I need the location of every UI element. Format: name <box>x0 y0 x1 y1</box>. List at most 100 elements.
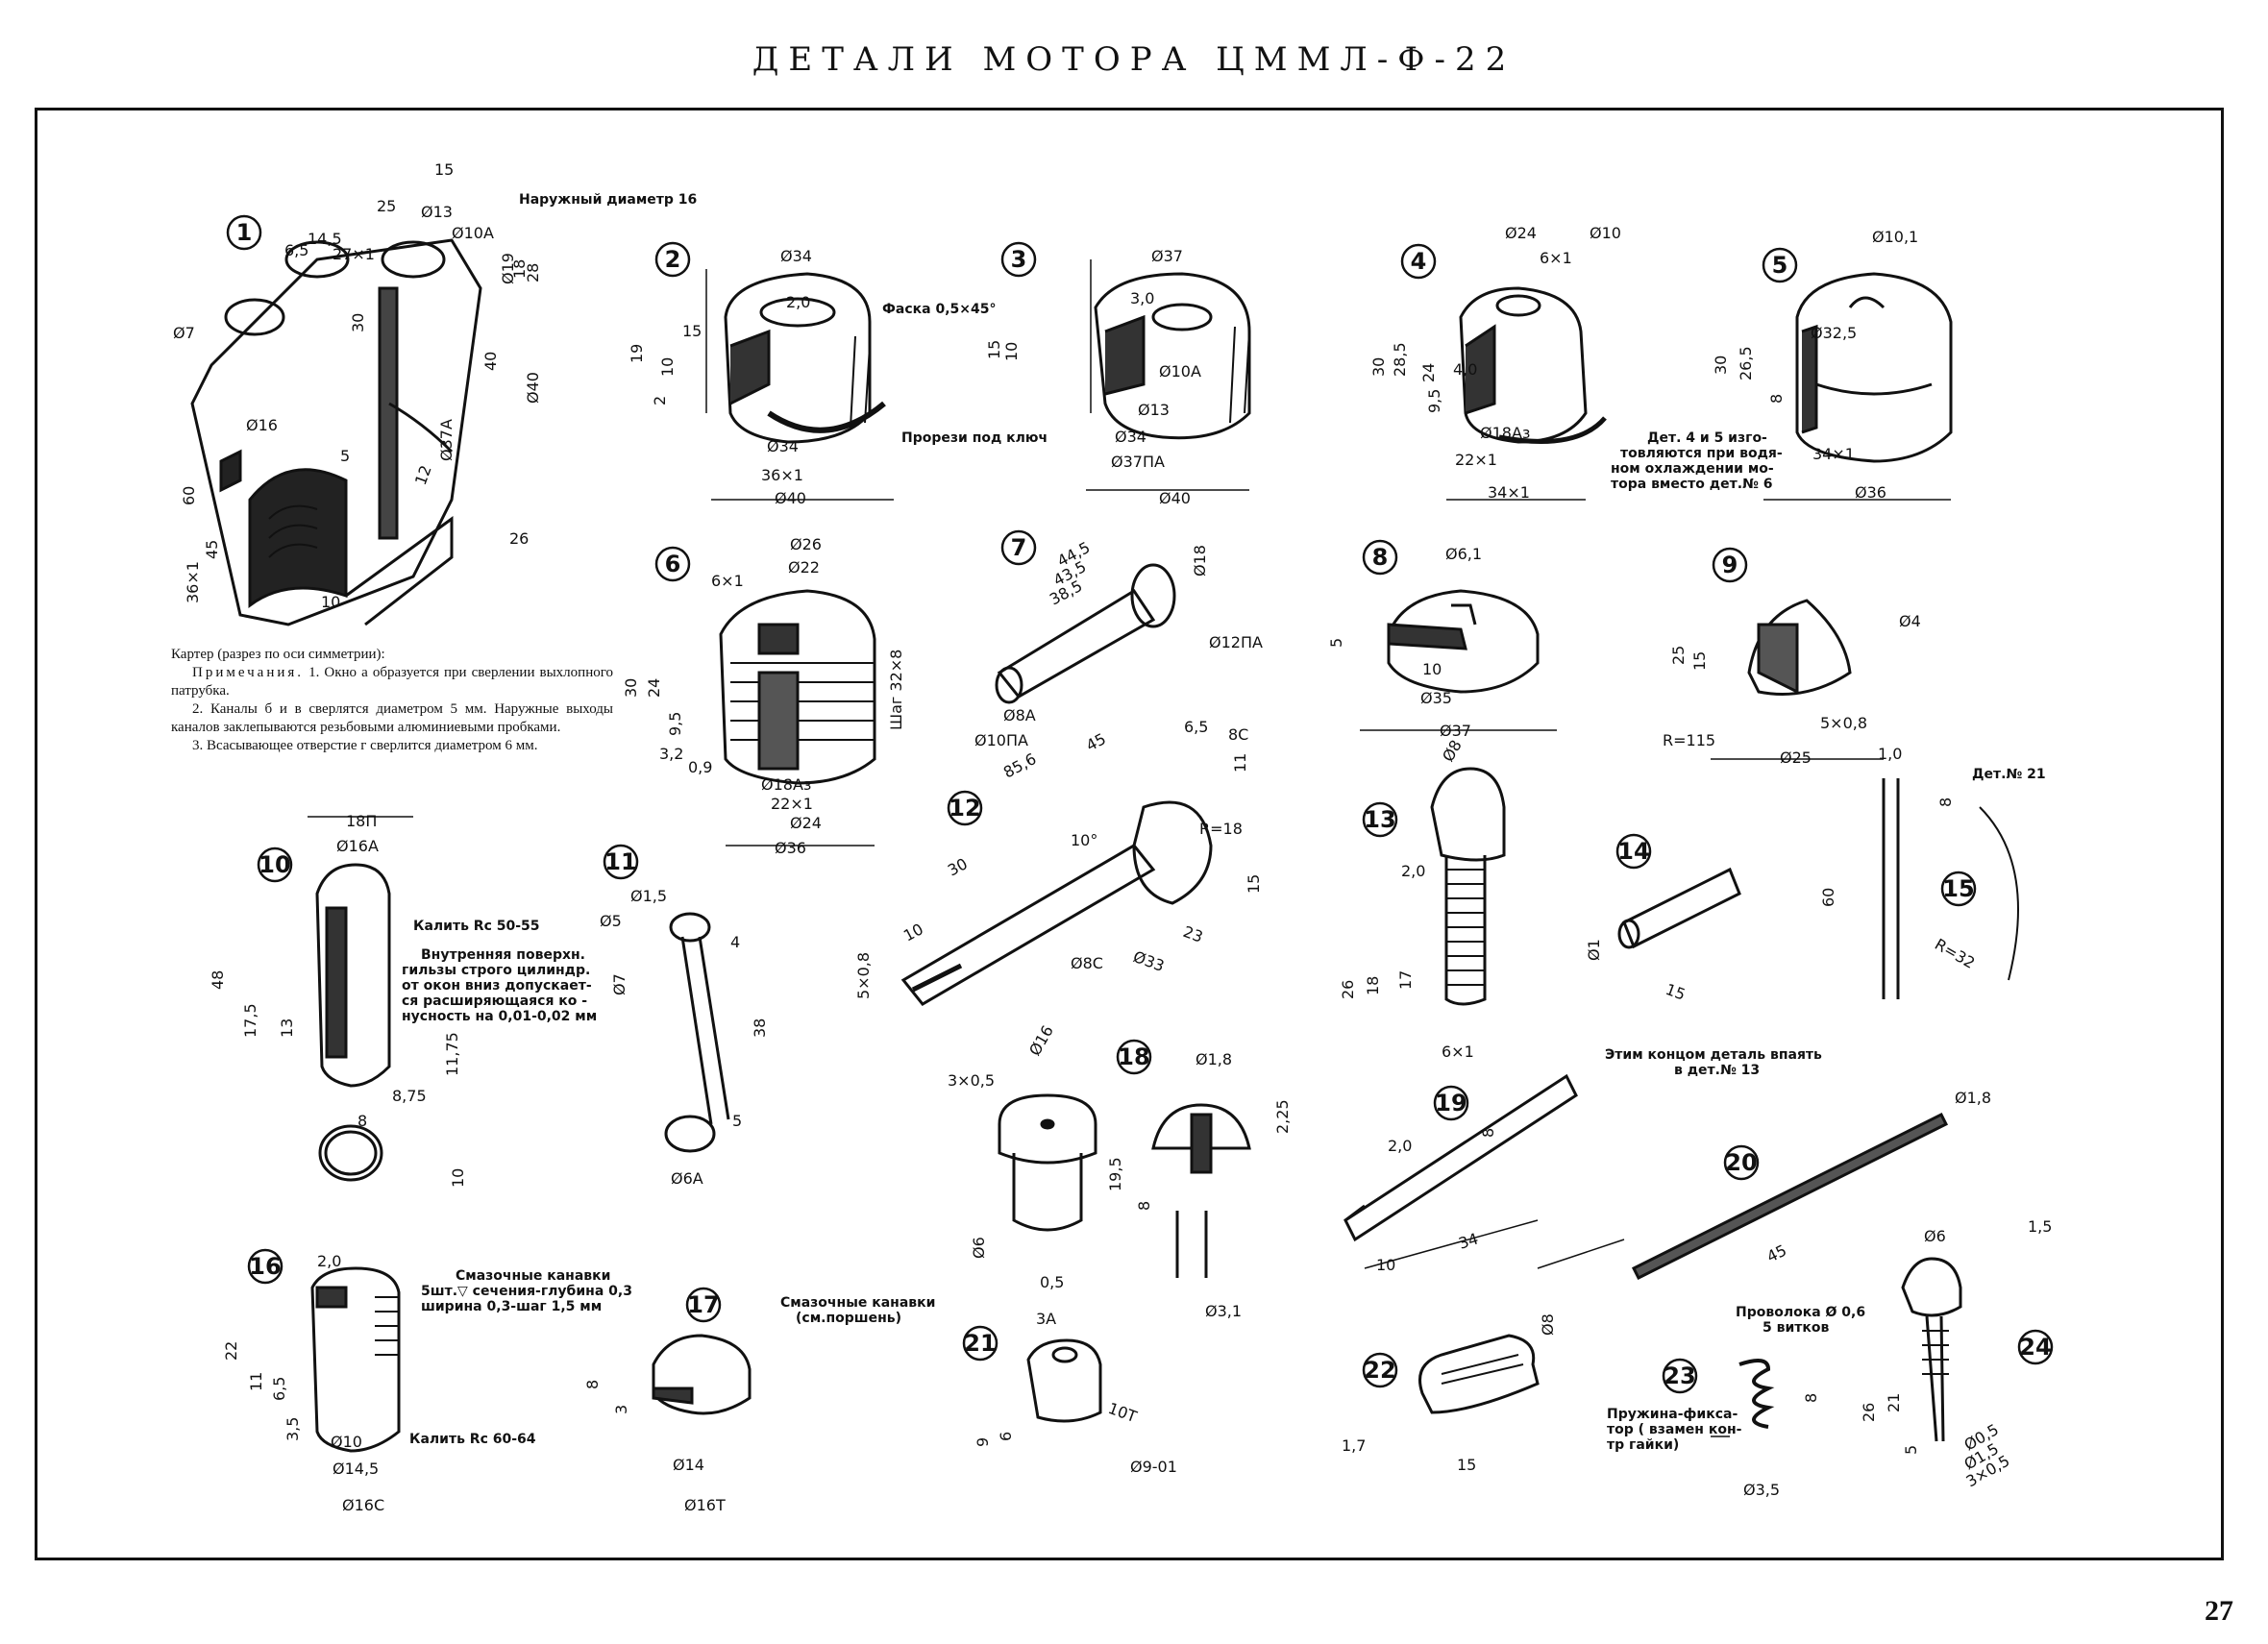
part-5-label-5: 34×1 <box>1812 445 1855 463</box>
part-6-label-5: 9,5 <box>666 712 684 736</box>
part-number: 6 <box>665 551 681 577</box>
part-2: 2 <box>654 241 691 278</box>
part-2-label-4: 19 <box>628 344 646 363</box>
part-21-label-2: 6 <box>997 1432 1015 1441</box>
part-11-label-3: 4 <box>730 933 740 951</box>
part-1-label-6: Ø40 <box>524 372 542 404</box>
part-22-label-0: Ø8 <box>1539 1313 1557 1336</box>
part-3-label-4: Ø10А <box>1159 362 1201 380</box>
part-number: 3 <box>1011 246 1027 273</box>
part-6-label-10: Ø24 <box>790 814 822 832</box>
part-2-label-10: Ø40 <box>775 489 806 507</box>
part-number: 8 <box>1372 544 1389 571</box>
part-4-label-5: 24 <box>1419 363 1438 382</box>
part-1-label-15: 26 <box>509 529 529 548</box>
part-3-label-3: 10 <box>1002 342 1021 361</box>
part-22-label-2: 15 <box>1457 1456 1476 1474</box>
part-24-label-1: 1,5 <box>2028 1217 2052 1236</box>
part-9-label-4: 5×0,8 <box>1820 714 1867 732</box>
part-number: 20 <box>1725 1149 1757 1176</box>
drawing-frame <box>35 108 2224 1560</box>
part-1-label-22: 40 <box>481 352 500 371</box>
part-8-label-1: 5 <box>1327 638 1345 648</box>
part-16-label-8: Ø16С <box>342 1496 384 1514</box>
part-16-label-9: Калить Rc 60-64 <box>409 1432 536 1447</box>
part-10-shape <box>315 863 391 1182</box>
part-7-label-5: Ø8А <box>1003 706 1036 724</box>
part-6-label-0: Ø26 <box>790 535 822 553</box>
part-12-label-2: 30 <box>945 854 971 879</box>
part-1-label-14: 60 <box>180 486 198 505</box>
part-12-label-9: R=18 <box>1199 820 1243 838</box>
caption-note-2: 2. Каналы б и в сверлятся диаметром 5 мм… <box>171 701 613 735</box>
part-17-shape <box>652 1334 752 1415</box>
part-12-label-5: 10° <box>1071 831 1097 849</box>
part-5-label-6: Ø36 <box>1855 483 1886 502</box>
part-4-label-6: 4,0 <box>1453 360 1477 379</box>
part-11-label-1: Ø5 <box>600 912 622 930</box>
page-number: 27 <box>2205 1595 2233 1627</box>
caption-note-1-text: 1. Окно а образуется при сверлении выхло… <box>171 665 613 699</box>
part-21-shape <box>1026 1338 1102 1423</box>
part-20: 20 <box>1723 1144 1760 1181</box>
part-9-label-5: Ø25 <box>1780 748 1812 767</box>
part-6-label-9: 22×1 <box>771 795 813 813</box>
part-4-label-7: 9,5 <box>1425 389 1443 413</box>
misc-label-1: Ø16 <box>1025 1022 1057 1059</box>
part-24-label-4: 5 <box>1902 1445 1920 1455</box>
part-16-label-1: Смазочные канавки 5шт.▽ сечения-глубина … <box>421 1268 637 1314</box>
part-9-label-0: Ø4 <box>1899 612 1921 630</box>
part-12-label-8: 23 <box>1181 922 1206 946</box>
part-4-label-0: Ø24 <box>1505 224 1537 242</box>
part-3-label-0: Ø37 <box>1151 247 1183 265</box>
part-21-label-1: 9 <box>974 1437 992 1447</box>
part-7-label-2: 38,5 <box>1047 577 1085 609</box>
part-18-label-1: 2,25 <box>1273 1099 1292 1134</box>
part-10-label-7: 8,75 <box>392 1087 427 1105</box>
part-3-label-8: Ø40 <box>1159 489 1191 507</box>
part-13-shape <box>1430 767 1506 1006</box>
part-16-shape <box>310 1266 401 1453</box>
part-2-label-8: 36×1 <box>761 466 803 484</box>
part-1-label-19: 12 <box>411 463 435 488</box>
page-title: ДЕТАЛИ МОТОРА ЦММЛ-Ф-22 <box>752 40 1516 79</box>
drawing-shapes <box>190 238 2019 1453</box>
part-5-label-0: Ø10,1 <box>1872 228 1918 246</box>
crankcase-caption: Картер (разрез по оси симметрии): Примеч… <box>171 646 613 755</box>
part-17-label-3: Ø14 <box>673 1456 704 1474</box>
part-10-label-0: 18П <box>346 812 377 830</box>
part-8-label-0: Ø6,1 <box>1445 545 1482 563</box>
part-21-label-3: 10Т <box>1106 1399 1140 1426</box>
part-11-shape <box>664 912 730 1153</box>
caption-note-1: Примечания. 1. Окно а образуется при све… <box>171 664 613 700</box>
part-number: 12 <box>949 795 980 822</box>
part-23: 23 <box>1662 1358 1698 1394</box>
part-7-label-4: Ø12ПА <box>1209 633 1263 651</box>
part-2-label-2: 2,0 <box>786 293 810 311</box>
part-4-label-9: 22×1 <box>1455 451 1497 469</box>
part-6-label-7: 0,9 <box>688 758 712 776</box>
part-number: 14 <box>1617 838 1649 865</box>
part-13-label-4: 17 <box>1396 970 1415 990</box>
part-4-label-2: 6×1 <box>1540 249 1572 267</box>
part-3-label-5: Ø13 <box>1138 401 1170 419</box>
part-16-label-2: 22 <box>222 1341 240 1361</box>
part-10-label-5: 17,5 <box>241 1003 259 1038</box>
part-15-label-2: 60 <box>1819 888 1837 907</box>
part-15-label-0: 1,0 <box>1878 745 1902 763</box>
part-2-label-5: 10 <box>658 357 677 377</box>
part-13-label-3: 18 <box>1364 976 1382 995</box>
part-8-label-3: Ø35 <box>1420 689 1452 707</box>
part-9-label-2: 15 <box>1690 651 1709 671</box>
part-11-label-4: 38 <box>751 1018 769 1038</box>
part-6-label-11: Ø36 <box>775 839 806 857</box>
part-9-shape <box>1747 599 1852 696</box>
part-12-label-10: 15 <box>1245 874 1263 894</box>
part-19-label-0: 2,0 <box>1388 1137 1412 1155</box>
part-15-label-4: 8 <box>1936 797 1955 807</box>
part-13-label-2: 26 <box>1339 980 1357 999</box>
misc-label-0: 3×0,5 <box>948 1071 995 1090</box>
part-1-label-10: 6,5 <box>284 241 308 259</box>
caption-note-3: 3. Всасывающее отверстие г сверлится диа… <box>192 738 538 753</box>
part-16-label-5: 3,5 <box>284 1417 302 1441</box>
